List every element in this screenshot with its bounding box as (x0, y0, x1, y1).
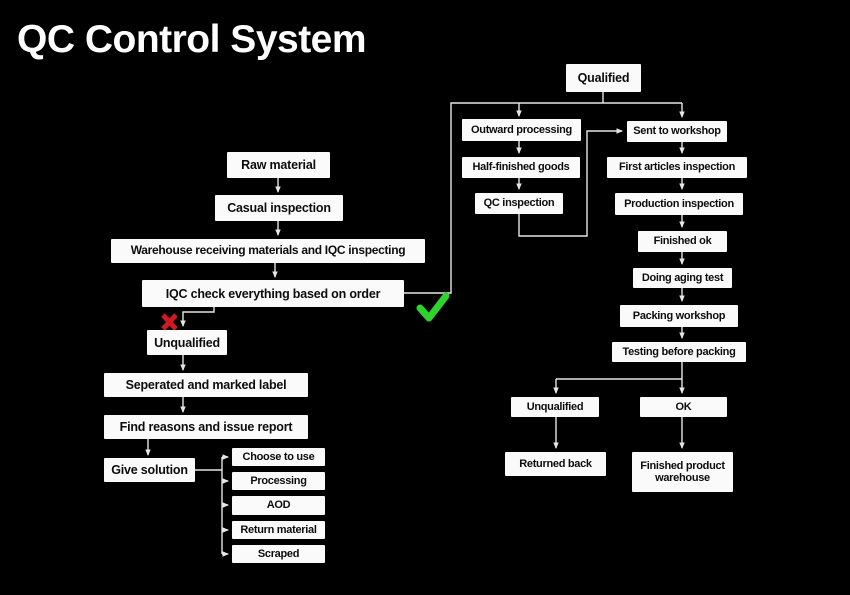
node-return-material: Return material (232, 521, 325, 539)
node-finished-product-warehouse: Finished product warehouse (632, 452, 733, 492)
node-aod: AOD (232, 496, 325, 515)
node-warehouse-iqc: Warehouse receiving materials and IQC in… (111, 239, 425, 263)
node-raw-material: Raw material (227, 152, 330, 178)
node-find-reasons: Find reasons and issue report (104, 415, 308, 439)
node-processing: Processing (232, 472, 325, 490)
node-finished-ok: Finished ok (638, 231, 727, 252)
node-seperated-label: Seperated and marked label (104, 373, 308, 397)
cross-icon (161, 313, 178, 331)
node-unqualified-left: Unqualified (147, 330, 227, 355)
node-give-solution: Give solution (104, 458, 195, 482)
check-icon (416, 292, 450, 322)
node-qualified: Qualified (566, 64, 641, 92)
node-iqc-check: IQC check everything based on order (142, 280, 404, 307)
node-qc-inspection: QC inspection (475, 193, 563, 214)
node-packing-workshop: Packing workshop (620, 305, 738, 327)
node-production-inspection: Production inspection (615, 193, 743, 215)
node-outward-processing: Outward processing (462, 119, 581, 141)
node-half-finished-goods: Half-finished goods (462, 157, 580, 178)
node-casual-inspection: Casual inspection (215, 195, 343, 221)
node-unqualified-right: Unqualified (511, 397, 599, 417)
node-returned-back: Returned back (505, 452, 606, 476)
node-testing-before-packing: Testing before packing (612, 342, 746, 362)
node-doing-aging-test: Doing aging test (633, 268, 732, 288)
node-choose-to-use: Choose to use (232, 448, 325, 466)
node-first-articles-inspection: First articles inspection (607, 157, 747, 178)
node-ok: OK (640, 397, 727, 417)
node-scraped: Scraped (232, 545, 325, 563)
page-title: QC Control System (17, 18, 367, 61)
node-sent-to-workshop: Sent to workshop (627, 121, 727, 142)
